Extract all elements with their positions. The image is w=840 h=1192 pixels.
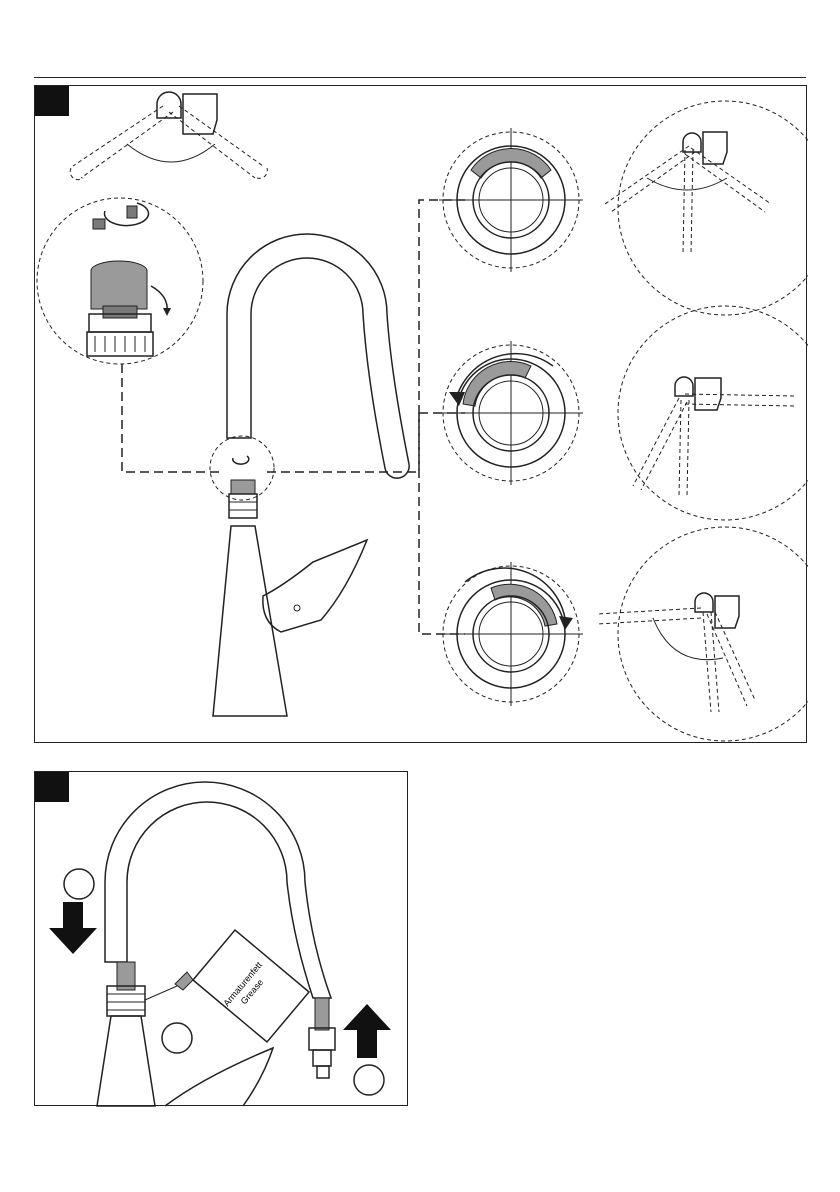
grease-drop [175, 972, 193, 990]
step-1-panel: .ln { stroke:#222; stroke-width:1.5; fil… [34, 85, 807, 743]
leader-lines [122, 200, 465, 634]
handle-rotation-sketch [70, 92, 267, 180]
dial-center [439, 128, 583, 272]
callout-circle-1 [64, 869, 94, 899]
dial-left [439, 341, 583, 485]
step-2-illustration: .ln2 { stroke:#222; stroke-width:1.5; fi… [35, 772, 409, 1107]
dial-right [439, 562, 583, 706]
faucet [210, 234, 409, 716]
angle-view-right [597, 527, 808, 741]
cartridge-zoom-circle [37, 198, 203, 364]
header-rule [34, 77, 806, 78]
callout-circle-2 [162, 1023, 192, 1053]
arrow-down-icon [49, 902, 97, 954]
angle-view-left [618, 306, 808, 520]
lever-fragment [165, 1048, 273, 1106]
hose-connector-right [315, 998, 329, 1030]
step-2-panel: .ln2 { stroke:#222; stroke-width:1.5; fi… [34, 771, 408, 1106]
angle-view-center [605, 101, 808, 315]
callout-circle-3 [354, 1065, 384, 1095]
arrow-up-icon [343, 1004, 391, 1058]
step-1-illustration: .ln { stroke:#222; stroke-width:1.5; fil… [35, 86, 808, 744]
spout-hose [105, 782, 331, 998]
